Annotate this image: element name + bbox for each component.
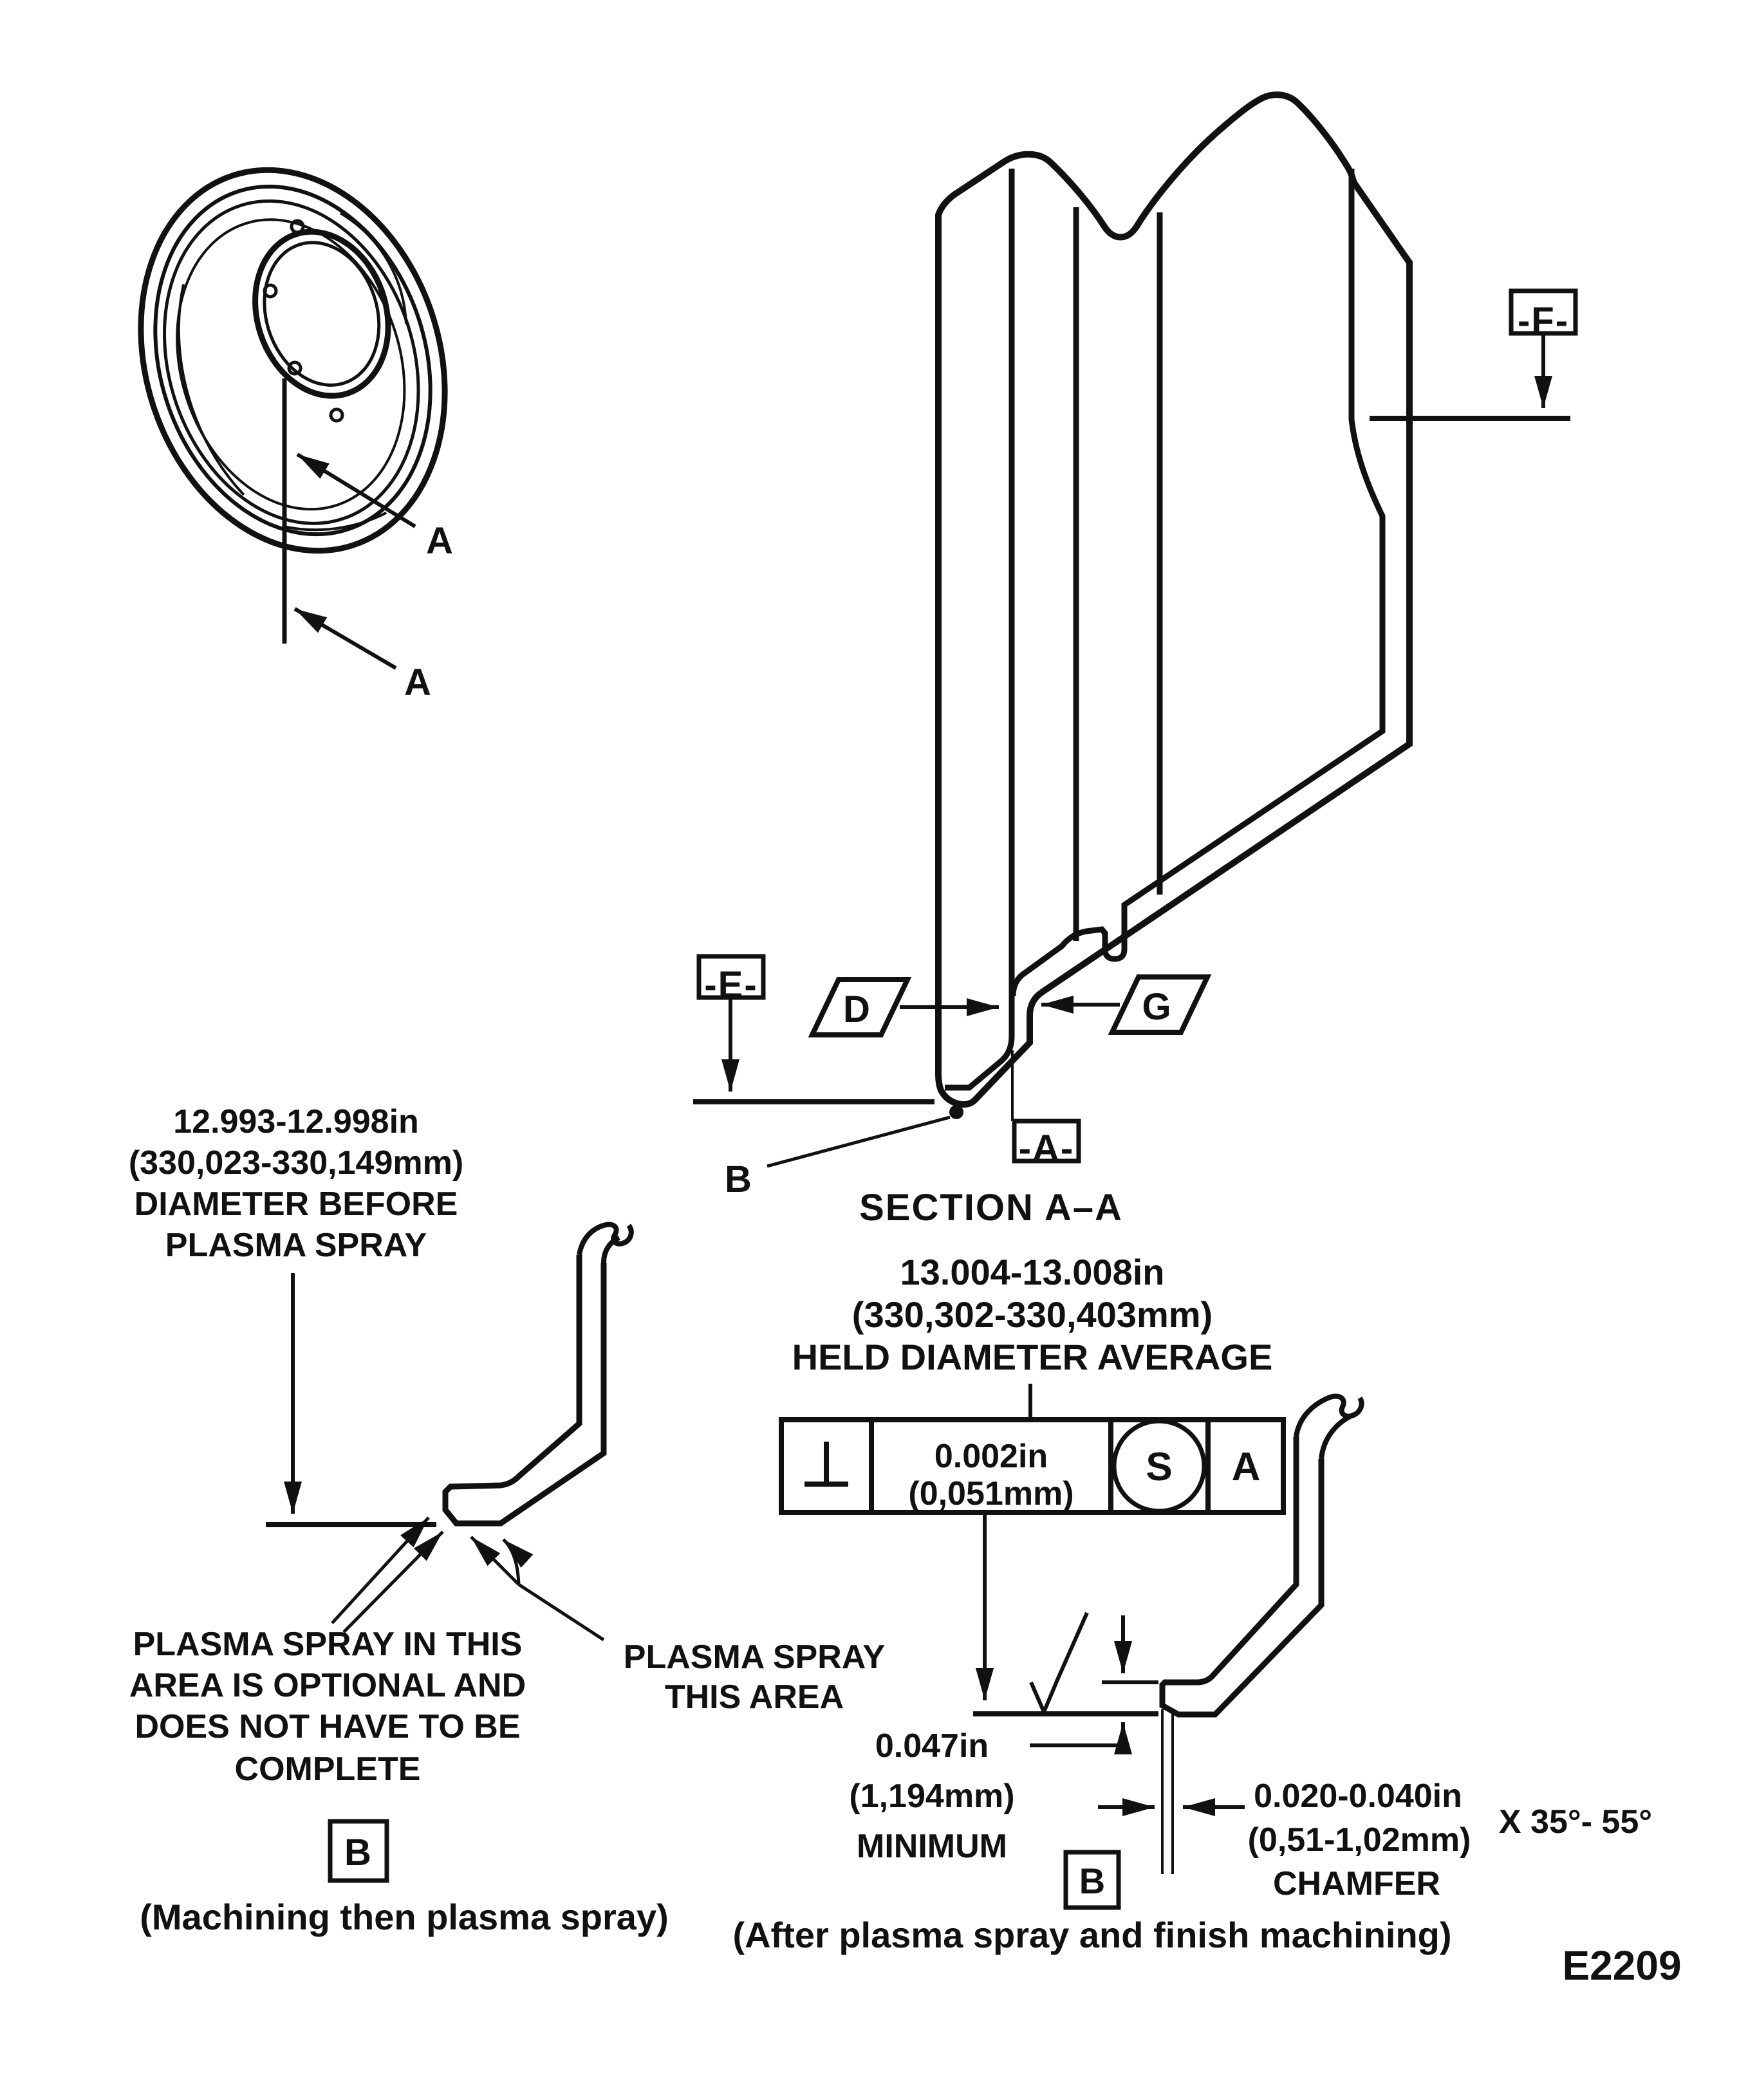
flag-d-parallelogram	[808, 977, 912, 1037]
section-profile: -F- -E- D G -A- B SECTION A–A	[693, 91, 1578, 1229]
optional-leader-1	[331, 1516, 430, 1624]
flag-b-right: B	[1079, 1861, 1105, 1901]
inner-wall-right	[1010, 169, 1386, 997]
note-spray-line2: THIS AREA	[665, 1678, 844, 1716]
profile-outline	[935, 91, 1413, 1108]
dim-before-line2: (330,023-330,149mm)	[129, 1144, 463, 1182]
flag-b-left: B	[344, 1832, 373, 1873]
bolt-hole	[287, 360, 302, 376]
point-b-leader	[767, 1115, 951, 1168]
dim-min-line3: MINIMUM	[857, 1828, 1007, 1865]
detail-left-break	[577, 1222, 634, 1256]
dim-held-block: 13.004-13.008in (330,302-330,403mm) HELD…	[792, 1252, 1273, 1420]
bolt-hole	[263, 283, 278, 299]
fcf-modifier-circle	[1111, 1418, 1207, 1514]
dim-held-line2: (330,302-330,403mm)	[852, 1294, 1213, 1335]
note-optional-line3: DOES NOT HAVE TO BE	[135, 1708, 520, 1745]
flag-g: G	[1142, 986, 1172, 1028]
flag-b-left-group: B	[328, 1819, 389, 1883]
section-label-a-upper: A	[426, 520, 454, 562]
dim-chamfer-line2: (0,51-1,02mm)	[1248, 1821, 1471, 1859]
detail-right-outline	[1159, 1436, 1325, 1718]
flag-d: D	[843, 989, 871, 1030]
note-optional-line2: AREA IS OPTIONAL AND	[129, 1667, 526, 1704]
section-title: SECTION A–A	[859, 1187, 1123, 1229]
point-b-dot	[949, 1105, 963, 1119]
fcf-modifier: S	[1146, 1445, 1172, 1489]
dim-before-line4: PLASMA SPRAY	[165, 1227, 427, 1264]
detail-right	[973, 1393, 1364, 1874]
flag-b-left-box	[328, 1819, 389, 1883]
datum-flag-a-box	[1012, 1119, 1081, 1164]
perpendicularity-icon	[804, 1442, 848, 1487]
note-optional-line4: COMPLETE	[235, 1751, 421, 1788]
wheel-pictorial: A A	[138, 167, 454, 703]
fcf-value-line2: (0,051mm)	[908, 1475, 1074, 1512]
spray-leader-branch-1	[470, 1536, 520, 1586]
note-spray-line1: PLASMA SPRAY	[624, 1639, 885, 1676]
section-label-a-lower: A	[404, 662, 432, 703]
dim-chamfer-block: 0.020-0.040in (0,51-1,02mm) X 35°- 55° C…	[1248, 1778, 1653, 1902]
fcf-datum: A	[1232, 1445, 1261, 1489]
datum-flag-e-box	[696, 954, 766, 1000]
dim-chamfer-line3: CHAMFER	[1273, 1865, 1440, 1902]
detail-right-break	[1294, 1393, 1364, 1437]
section-arrow-lower	[293, 607, 397, 670]
hub-bore	[252, 228, 391, 399]
datum-flag-f-box	[1509, 288, 1578, 336]
dim-before-line3: DIAMETER BEFORE	[135, 1185, 458, 1223]
section-arrow-upper	[296, 452, 416, 528]
flag-b-right-box	[1063, 1850, 1121, 1910]
dim-chamfer-line1: 0.020-0.040in	[1254, 1778, 1462, 1815]
dim-held-line3: HELD DIAMETER AVERAGE	[792, 1337, 1273, 1377]
caption-left: (Machining then plasma spray)	[140, 1897, 669, 1937]
detail-left-outline	[442, 1255, 607, 1527]
spray-leader-stem	[517, 1583, 605, 1642]
flag-g-parallelogram	[1108, 974, 1212, 1035]
fcf-value-line1: 0.002in	[934, 1438, 1048, 1475]
detail-left	[266, 1222, 634, 1642]
dim-held-line1: 13.004-13.008in	[900, 1252, 1165, 1292]
bolt-hole	[290, 219, 305, 234]
dim-chamfer-angle: X 35°- 55°	[1499, 1803, 1652, 1841]
datum-flag-a: -A-	[1019, 1128, 1075, 1169]
point-b-label: B	[725, 1158, 753, 1200]
optional-leader-2	[342, 1530, 444, 1633]
figure-code: E2209	[1562, 1942, 1681, 1989]
flag-b-right-group: B	[1063, 1850, 1121, 1910]
machined-surface-icon	[1029, 1612, 1089, 1717]
spray-leader-branch-2	[502, 1538, 534, 1585]
note-spray-block: PLASMA SPRAY THIS AREA	[624, 1639, 885, 1716]
note-optional-line1: PLASMA SPRAY IN THIS	[133, 1626, 523, 1663]
dim-min-block: 0.047in (1,194mm) MINIMUM	[849, 1727, 1014, 1865]
dim-before-line1: 12.993-12.998in	[173, 1103, 419, 1140]
dim-min-line1: 0.047in	[875, 1727, 989, 1765]
dim-min-line2: (1,194mm)	[849, 1778, 1014, 1815]
bolt-hole	[329, 407, 344, 423]
note-optional-block: PLASMA SPRAY IN THIS AREA IS OPTIONAL AN…	[129, 1626, 526, 1788]
inner-wall-left	[945, 169, 1015, 1091]
dim-before-block: 12.993-12.998in (330,023-330,149mm) DIAM…	[129, 1103, 463, 1514]
caption-right: (After plasma spray and finish machining…	[732, 1915, 1451, 1955]
feature-control-frame: 0.002in (0,051mm) S A	[779, 1417, 1286, 1700]
fcf-box	[779, 1417, 1286, 1515]
